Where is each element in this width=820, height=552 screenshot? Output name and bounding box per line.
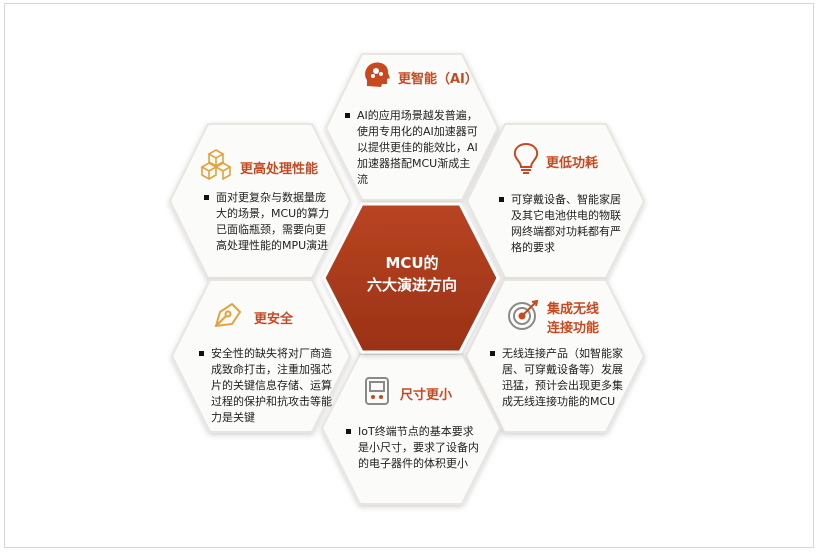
title-performance: 更高处理性能 <box>240 162 319 177</box>
target-icon <box>508 299 539 330</box>
text-power: 可穿戴设备、智能家居及其它电池供电的物联网终端都对功耗都有严格的要求 <box>499 192 627 256</box>
hex-ai <box>324 53 500 201</box>
hex-power <box>465 123 646 279</box>
center-title-line1: MCU的 <box>385 254 439 272</box>
hex-security <box>170 279 352 433</box>
text-ai: AI的应用场景越发普遍，使用专用化的AI加速器可以提供更佳的能效比，AI加速器搭… <box>345 108 479 188</box>
text-security-body: 安全性的缺失将对厂商造成致命打击，注重加强芯片的关键信息存储、运算过程的保护和抗… <box>211 347 332 424</box>
handheld-device-icon <box>365 377 389 405</box>
center-title-line2: 六大演进方向 <box>366 276 457 294</box>
text-size-body: IoT终端节点的基本要求是小尺寸，要求了设备内的电子器件的体积更小 <box>358 425 479 470</box>
hex-center <box>322 202 500 354</box>
bullet <box>346 429 351 434</box>
text-performance: 面对更复杂与数据量庞大的场景，MCU的算力已面临瓶颈，需要向更高处理性能的MPU… <box>204 190 336 254</box>
lightbulb-icon <box>513 142 539 174</box>
hex-wireless <box>464 279 646 433</box>
text-wireless-body: 无线连接产品（如智能家居、可穿戴设备等）发展迅猛，预计会出现更多集成无线连接功能… <box>502 347 623 408</box>
text-performance-body: 面对更复杂与数据量庞大的场景，MCU的算力已面临瓶颈，需要向更高处理性能的MPU… <box>216 191 330 252</box>
title-ai: 更智能（AI） <box>398 72 478 87</box>
cubes-icon <box>200 149 232 180</box>
pen-nib-icon <box>214 302 242 328</box>
text-security: 安全性的缺失将对厂商造成致命打击，注重加强芯片的关键信息存储、运算过程的保护和抗… <box>199 346 335 426</box>
text-wireless: 无线连接产品（如智能家居、可穿戴设备等）发展迅猛，预计会出现更多集成无线连接功能… <box>490 346 626 410</box>
text-ai-body: AI的应用场景越发普遍，使用专用化的AI加速器可以提供更佳的能效比，AI加速器搭… <box>357 109 478 186</box>
title-wireless: 集成无线 连接功能 <box>547 298 599 336</box>
bullet <box>499 197 504 202</box>
center-title: MCU的 六大演进方向 <box>332 252 492 296</box>
brain-head-icon <box>365 62 390 87</box>
title-security: 更安全 <box>254 312 294 327</box>
bullet <box>204 195 209 200</box>
title-size: 尺寸更小 <box>400 388 453 403</box>
bullet <box>199 351 204 356</box>
title-wireless-line1: 集成无线 <box>547 302 600 317</box>
text-size: IoT终端节点的基本要求是小尺寸，要求了设备内的电子器件的体积更小 <box>346 424 480 472</box>
bullet <box>490 351 495 356</box>
outer-frame <box>4 3 814 548</box>
title-wireless-line2: 连接功能 <box>547 321 600 336</box>
hex-performance <box>168 123 352 279</box>
bullet <box>345 113 350 118</box>
title-power: 更低功耗 <box>546 156 599 171</box>
text-power-body: 可穿戴设备、智能家居及其它电池供电的物联网终端都对功耗都有严格的要求 <box>511 193 621 254</box>
